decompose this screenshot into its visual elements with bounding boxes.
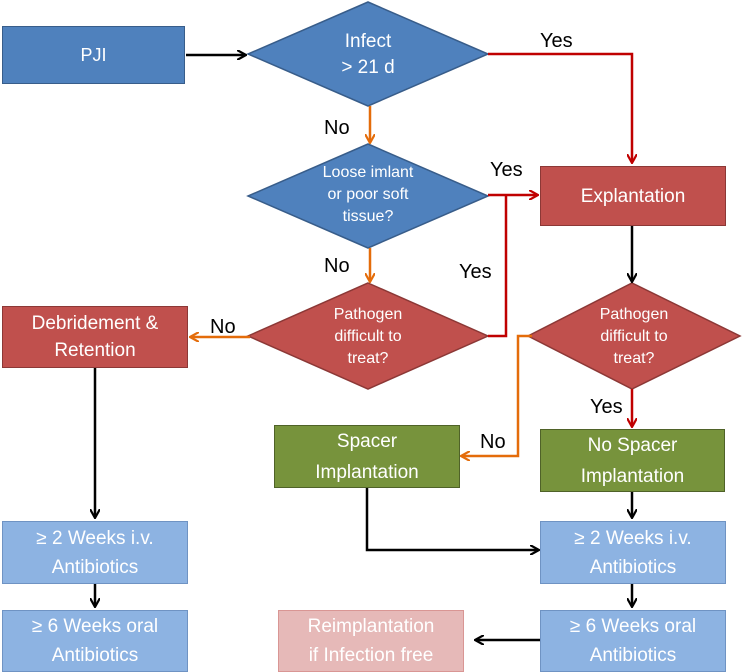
pathogen-right-line1: Pathogen: [599, 306, 669, 323]
loose-line3: tissue?: [342, 208, 394, 225]
no-spacer-label-line2: Implantation: [580, 465, 685, 487]
label-yes-pathogen-left: Yes: [459, 261, 492, 283]
loose-implant-diamond: [246, 143, 490, 249]
label-yes-loose: Yes: [490, 159, 523, 181]
arrow-infect-yes-to-explantation: [488, 52, 632, 162]
infect-line1: Infect: [344, 31, 392, 52]
oral-antibiotics-left-box: ≥ 6 Weeks oral Antibiotics: [2, 610, 188, 672]
pji-label: PJI: [80, 44, 107, 65]
label-no-infect: No: [324, 117, 350, 139]
iv-antibiotics-right-box: ≥ 2 Weeks i.v. Antibiotics: [540, 521, 726, 584]
label-no-loose: No: [324, 255, 350, 277]
reimplantation-line1: Reimplantation: [307, 616, 435, 637]
arrow-pathogen-left-yes: [488, 195, 508, 338]
pathogen-right-line3: treat?: [613, 350, 655, 367]
label-yes-pathogen-right: Yes: [590, 396, 623, 418]
iv-right-line1: ≥ 2 Weeks i.v.: [574, 527, 692, 549]
arrow-spacer-to-iv-right: [365, 488, 538, 550]
label-no-pathogen-left: No: [210, 316, 236, 338]
pji-box: PJI: [2, 26, 185, 84]
infect-diamond-text: Infect > 21 d: [298, 27, 438, 83]
debridement-label-line1: Debridement &: [31, 313, 159, 334]
infect-line2: > 21 d: [341, 57, 395, 78]
pathogen-right-diamond-text: Pathogen difficult to treat?: [564, 302, 704, 372]
arrow-pathogen-right-no-to-spacer: [462, 334, 532, 456]
pathogen-left-diamond: [246, 282, 490, 390]
label-no-pathogen-right: No: [480, 431, 506, 453]
pathogen-left-line1: Pathogen: [333, 306, 403, 323]
oral-antibiotics-right-box: ≥ 6 Weeks oral Antibiotics: [540, 610, 726, 672]
iv-left-line2: Antibiotics: [51, 556, 139, 578]
oral-left-line2: Antibiotics: [51, 645, 139, 666]
loose-diamond-text: Loose imlant or poor soft tissue?: [293, 160, 443, 230]
pathogen-left-line3: treat?: [347, 350, 389, 367]
label-yes-infect: Yes: [540, 30, 573, 52]
oral-right-line1: ≥ 6 Weeks oral: [569, 616, 697, 637]
iv-right-line2: Antibiotics: [589, 556, 677, 578]
oral-left-line1: ≥ 6 Weeks oral: [31, 616, 159, 637]
loose-line2: or poor soft: [327, 186, 409, 203]
spacer-label-line2: Implantation: [315, 461, 419, 483]
iv-antibiotics-left-box: ≥ 2 Weeks i.v. Antibiotics: [2, 521, 188, 584]
debridement-label-line2: Retention: [54, 340, 136, 361]
pathogen-left-line2: difficult to: [334, 328, 402, 345]
reimplantation-line2: if Infection free: [308, 645, 434, 666]
reimplantation-box: Reimplantation if Infection free: [278, 610, 464, 672]
pathogen-left-diamond-text: Pathogen difficult to treat?: [298, 302, 438, 372]
spacer-implantation-box: Spacer Implantation: [274, 425, 460, 488]
no-spacer-label-line1: No Spacer: [587, 434, 678, 456]
oral-right-line2: Antibiotics: [589, 645, 677, 666]
spacer-label-line1: Spacer: [336, 430, 398, 452]
iv-left-line1: ≥ 2 Weeks i.v.: [36, 527, 154, 549]
no-spacer-implantation-box: No Spacer Implantation: [540, 429, 725, 492]
explantation-box: Explantation: [540, 166, 726, 226]
debridement-retention-box: Debridement & Retention: [2, 306, 188, 368]
infect-diamond: [246, 1, 490, 107]
loose-line1: Loose imlant: [322, 164, 414, 181]
pathogen-right-line2: difficult to: [600, 328, 668, 345]
explantation-label: Explantation: [580, 185, 686, 207]
